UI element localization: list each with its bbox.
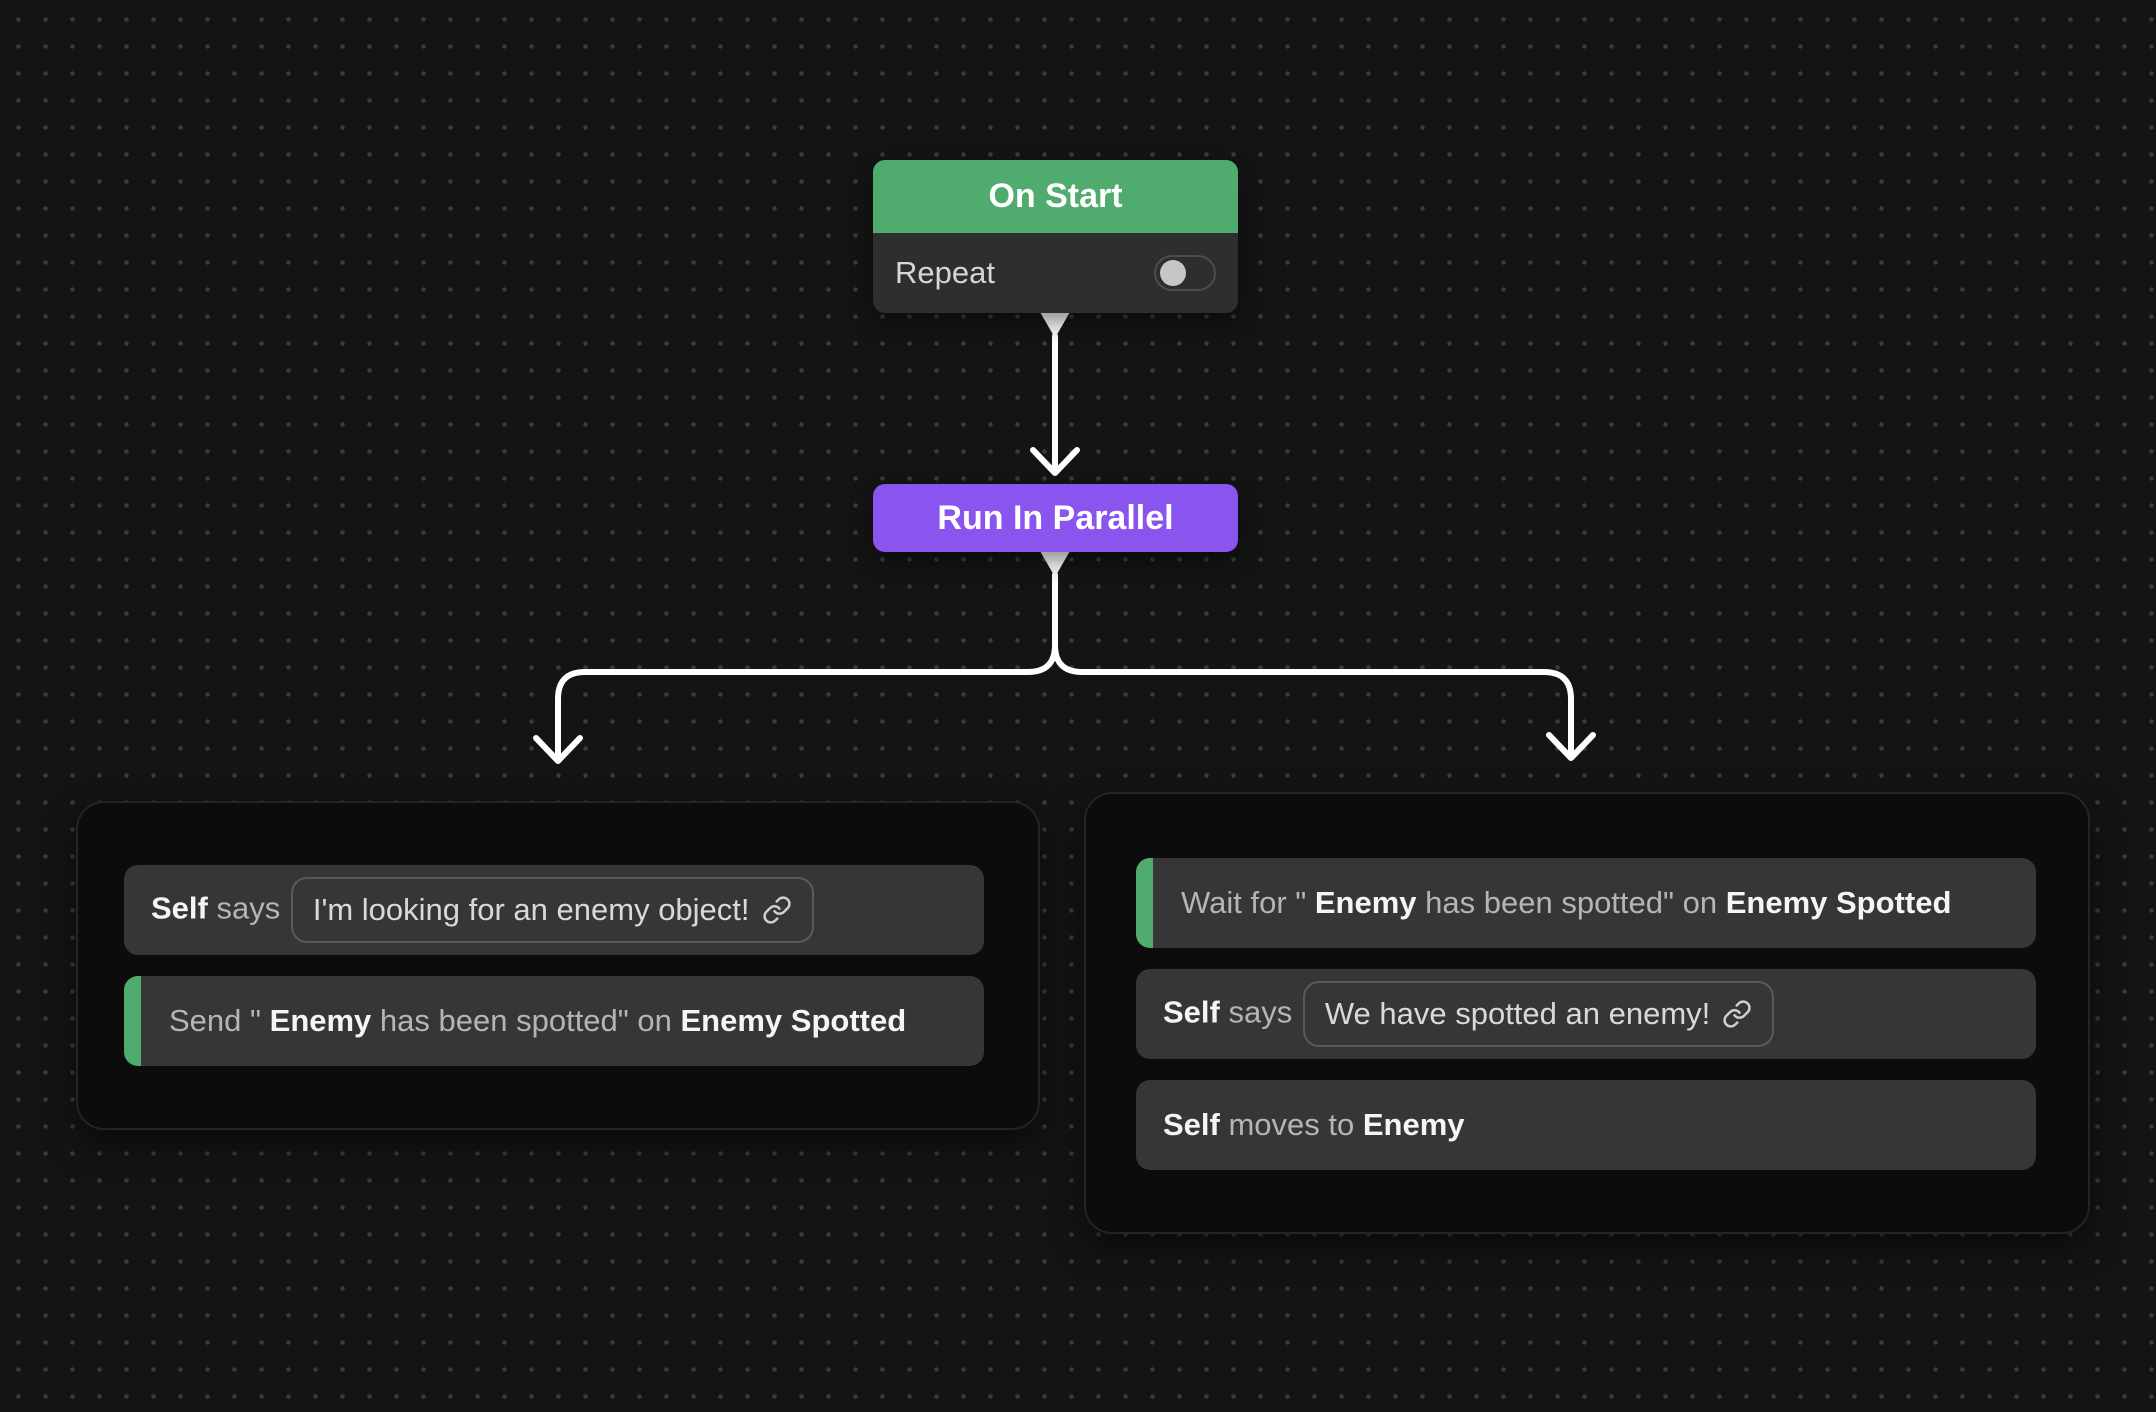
repeat-toggle[interactable] <box>1154 255 1216 291</box>
statement-content: Self moves to Enemy <box>1163 1106 1465 1145</box>
output-port-triangle <box>1040 312 1070 338</box>
output-port-triangle <box>1040 551 1070 577</box>
say-action-row[interactable]: Self says I'm looking for an enemy objec… <box>124 865 984 955</box>
arrowhead <box>1546 732 1596 761</box>
active-indicator-bar <box>1136 858 1153 948</box>
arrowhead <box>1030 447 1080 476</box>
message-input[interactable]: I'm looking for an enemy object! <box>290 876 814 944</box>
repeat-label: Repeat <box>895 255 995 290</box>
connector-parallel-to-right <box>1052 572 1574 758</box>
branch-container-right[interactable]: Wait for " Enemy has been spotted" on En… <box>1084 792 2090 1234</box>
statement-text: Wait for " <box>1181 884 1315 920</box>
statement-content: Wait for " Enemy has been spotted" on En… <box>1181 884 1951 923</box>
link-icon <box>1723 1000 1751 1028</box>
on-start-header: On Start <box>873 160 1238 233</box>
toggle-knob <box>1160 260 1186 286</box>
entity-name: Enemy <box>1362 1106 1465 1142</box>
wait-event-row[interactable]: Wait for " Enemy has been spotted" on En… <box>1136 858 2036 948</box>
message-text: I'm looking for an enemy object! <box>312 891 750 927</box>
entity-name: Enemy Spotted <box>1725 884 1952 920</box>
statement-text: moves to <box>1219 1106 1363 1142</box>
statement-text: Send " <box>169 1002 270 1038</box>
run-in-parallel-node[interactable]: Run In Parallel <box>873 484 1238 552</box>
message-input[interactable]: We have spotted an enemy! <box>1302 980 1775 1048</box>
link-icon <box>762 896 791 924</box>
statement-text: says <box>207 890 289 926</box>
statement-content: Self says We have spotted an enemy! <box>1163 980 1775 1048</box>
entity-name: Enemy <box>269 1002 372 1038</box>
entity-name: Enemy <box>1314 884 1417 920</box>
on-start-node[interactable]: On Start Repeat <box>873 160 1238 313</box>
entity-name: Self <box>151 890 208 926</box>
entity-name: Enemy Spotted <box>680 1002 907 1038</box>
statement-content: Send " Enemy has been spotted" on Enemy … <box>169 1002 906 1041</box>
say-action-row[interactable]: Self says We have spotted an enemy! <box>1136 969 2036 1059</box>
statement-text: has been spotted" on <box>371 1002 681 1038</box>
connector-parallel-to-left <box>555 572 1058 761</box>
statement-content: Self says I'm looking for an enemy objec… <box>151 876 814 944</box>
move-action-row[interactable]: Self moves to Enemy <box>1136 1080 2036 1170</box>
statement-text: says <box>1219 994 1301 1030</box>
entity-name: Self <box>1163 994 1220 1030</box>
message-text: We have spotted an enemy! <box>1324 995 1711 1031</box>
statement-text: has been spotted" on <box>1416 884 1726 920</box>
branch-container-left[interactable]: Self says I'm looking for an enemy objec… <box>76 801 1040 1130</box>
arrowhead <box>533 735 583 764</box>
active-indicator-bar <box>124 976 141 1066</box>
entity-name: Self <box>1163 1106 1220 1142</box>
on-start-body: Repeat <box>873 233 1238 313</box>
send-event-row[interactable]: Send " Enemy has been spotted" on Enemy … <box>124 976 984 1066</box>
